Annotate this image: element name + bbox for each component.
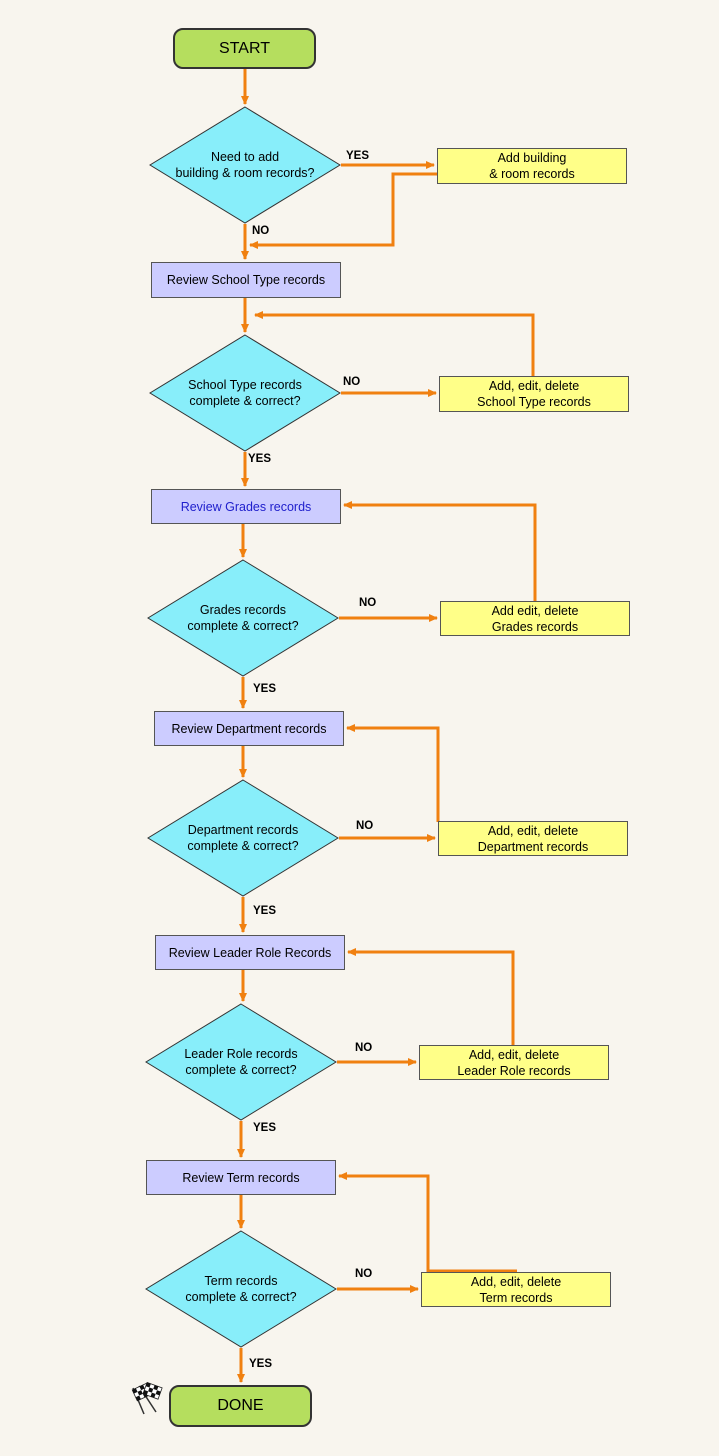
decision-building-shape <box>149 106 341 224</box>
label-leader-role-no: NO <box>355 1042 373 1054</box>
decision-department-shape <box>147 779 339 897</box>
label-school-type-yes: YES <box>248 453 272 465</box>
label-term-yes: YES <box>249 1358 273 1370</box>
done-node: DONE <box>169 1385 312 1427</box>
action-building-box: Add building & room records <box>437 148 627 184</box>
decision-department-label: Department records complete & correct? <box>187 823 299 853</box>
decision-term-label: Term records complete & correct? <box>185 1274 297 1304</box>
arrow-department-loop <box>346 724 440 822</box>
decision-school-type-shape <box>149 334 341 452</box>
label-term-no: NO <box>355 1268 373 1280</box>
review-leader-role-box: Review Leader Role Records <box>155 935 345 970</box>
start-node: START <box>173 28 316 69</box>
checkered-flag-icon <box>131 1382 163 1415</box>
label-school-type-no: NO <box>343 376 361 388</box>
action-grades-box: Add edit, delete Grades records <box>440 601 630 636</box>
arrow-school-type-loop <box>254 311 535 377</box>
decision-leader-role-label: Leader Role records complete & correct? <box>184 1047 298 1077</box>
label-grades-yes: YES <box>253 683 277 695</box>
decision-leader-role-shape <box>145 1003 337 1121</box>
review-school-type-box: Review School Type records <box>151 262 341 298</box>
decision-building-label: Need to add building & room records? <box>175 150 315 180</box>
label-department-no: NO <box>356 820 374 832</box>
review-department-box: Review Department records <box>154 711 344 746</box>
decision-grades-shape <box>147 559 339 677</box>
decision-school-type-label: School Type records complete & correct? <box>188 378 302 408</box>
action-term-box: Add, edit, delete Term records <box>421 1272 611 1307</box>
label-building-yes: YES <box>346 150 370 162</box>
label-building-no: NO <box>252 225 270 237</box>
label-leader-role-yes: YES <box>253 1122 277 1134</box>
action-department-box: Add, edit, delete Department records <box>438 821 628 856</box>
arrow-grades-loop <box>343 501 537 601</box>
decision-term-shape <box>145 1230 337 1348</box>
arrow-building-action-return <box>249 172 437 249</box>
action-leader-role-box: Add, edit, delete Leader Role records <box>419 1045 609 1080</box>
review-term-box: Review Term records <box>146 1160 336 1195</box>
label-department-yes: YES <box>253 905 277 917</box>
arrow-leader-role-loop <box>347 948 515 1046</box>
arrow-term-loop <box>338 1172 517 1273</box>
review-grades-box[interactable]: Review Grades records <box>151 489 341 524</box>
action-school-type-box: Add, edit, delete School Type records <box>439 376 629 412</box>
decision-grades-label: Grades records complete & correct? <box>187 603 299 633</box>
label-grades-no: NO <box>359 597 377 609</box>
